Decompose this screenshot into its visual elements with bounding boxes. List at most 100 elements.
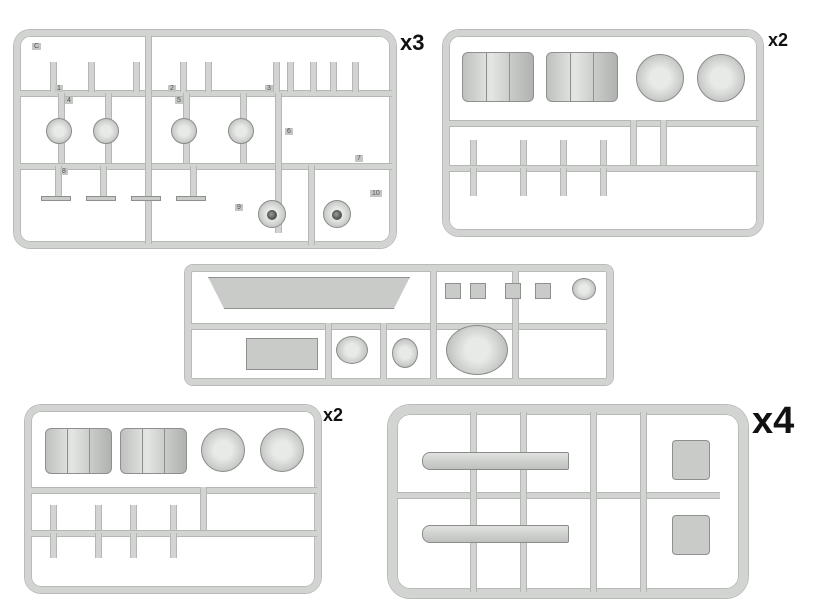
runner (180, 62, 187, 92)
quantity-label-sprue-drums-bottom: x2 (323, 405, 344, 425)
runner (470, 168, 477, 196)
hull-plate (208, 277, 410, 309)
runner (130, 505, 137, 530)
turret-ring (446, 325, 508, 375)
quantity-label-sprue-shells: x4 (752, 400, 795, 442)
sprue-c (14, 30, 396, 248)
part-number-tag: 1 (55, 85, 63, 92)
part-number-tag: 10 (370, 190, 382, 197)
runner (520, 168, 527, 196)
part-number-tag: 6 (285, 128, 293, 135)
shell-part (422, 452, 569, 470)
part-number-tag: 8 (60, 168, 68, 175)
runner (600, 168, 607, 196)
runner (145, 36, 152, 244)
hatch-part (336, 336, 368, 364)
pedal-part (41, 196, 71, 201)
runner (31, 487, 317, 494)
runner (55, 166, 62, 196)
fuel-drum (120, 428, 187, 474)
runner (88, 62, 95, 92)
runner (205, 62, 212, 92)
hub-detail (332, 210, 342, 220)
part-number-tag: 4 (65, 97, 73, 104)
fuel-drum (45, 428, 112, 474)
runner (630, 120, 637, 165)
cupola-part (572, 278, 596, 300)
runner (660, 120, 667, 165)
drum-lid (201, 428, 245, 472)
panel-part (246, 338, 318, 370)
pedal-part (131, 196, 161, 201)
runner (145, 166, 152, 196)
small-part (470, 283, 486, 299)
fuel-drum (462, 52, 534, 102)
runner (330, 62, 337, 92)
hub-detail (267, 210, 277, 220)
runner (520, 412, 527, 592)
housing-part (323, 200, 351, 228)
quantity-label-sprue-c: x3 (400, 30, 425, 55)
runner (50, 505, 57, 530)
runner (310, 62, 317, 92)
runner (640, 412, 647, 592)
sprue-shells (388, 405, 748, 598)
part-number-tag: 3 (265, 85, 273, 92)
small-part (505, 283, 521, 299)
runner (50, 62, 57, 92)
part-number-tag: 5 (175, 97, 183, 104)
runner (191, 323, 607, 330)
ammo-box (672, 515, 710, 555)
wheel-part (228, 118, 254, 144)
runner (95, 505, 102, 530)
runner (20, 163, 392, 170)
runner (100, 166, 107, 196)
runner (200, 487, 207, 530)
sprue-center (185, 265, 613, 385)
runner (50, 533, 57, 558)
quantity-label-sprue-drums-top: x2 (768, 30, 789, 50)
sprue-letter: C (32, 43, 42, 50)
runner (380, 323, 387, 379)
runner (287, 62, 294, 92)
drum-lid (636, 54, 684, 102)
runner (449, 120, 759, 127)
part-number-tag: 2 (168, 85, 176, 92)
fuel-drum (546, 52, 618, 102)
wheel-part (171, 118, 197, 144)
runner (95, 533, 102, 558)
runner (170, 533, 177, 558)
runner (308, 165, 315, 245)
pedal-part (86, 196, 116, 201)
wheel-part (93, 118, 119, 144)
runner (560, 140, 567, 165)
runner (430, 271, 437, 379)
runner (470, 412, 477, 592)
drum-lid (697, 54, 745, 102)
ammo-box (672, 440, 710, 480)
small-part (445, 283, 461, 299)
runner (397, 492, 720, 499)
runner (512, 271, 519, 379)
runner (560, 168, 567, 196)
runner (590, 412, 597, 592)
part-number-tag: 9 (235, 204, 243, 211)
runner (275, 93, 282, 233)
runner (273, 62, 280, 92)
runner (325, 323, 332, 379)
sprue-drums-top (443, 30, 763, 236)
runner (170, 505, 177, 530)
part-number-tag: 7 (355, 155, 363, 162)
runner (133, 62, 140, 92)
runner (190, 166, 197, 196)
runner (600, 140, 607, 165)
sprue-drums-bottom (25, 405, 321, 593)
runner (520, 140, 527, 165)
runner (130, 533, 137, 558)
shell-part (422, 525, 569, 543)
drum-lid (260, 428, 304, 472)
runner (352, 62, 359, 92)
small-part (535, 283, 551, 299)
runner (470, 140, 477, 165)
wheel-part (46, 118, 72, 144)
